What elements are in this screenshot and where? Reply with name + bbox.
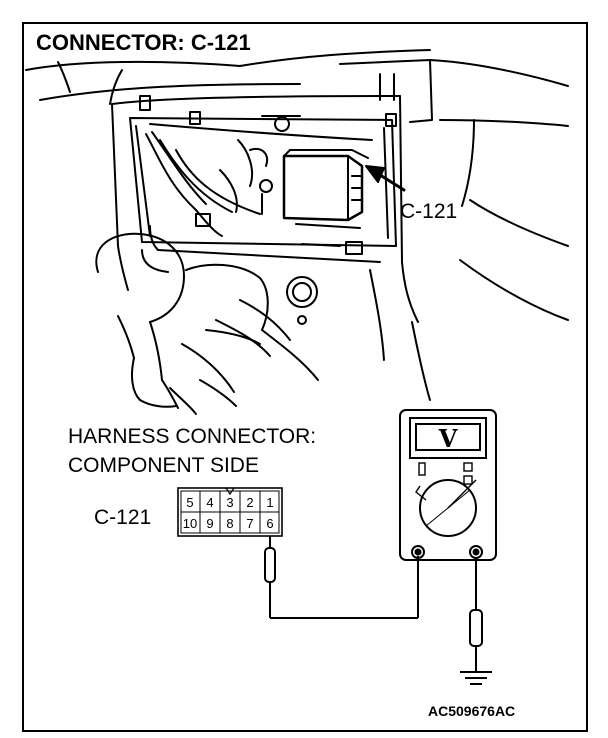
ground-lead: [469, 558, 483, 660]
connector-pin-numbers: 5 4 3 2 1 10 9 8 7 6: [183, 495, 274, 531]
pin-8: 8: [226, 516, 233, 531]
pin-10: 10: [183, 516, 197, 531]
diagram-frame: [22, 22, 588, 732]
dashboard-illustration: [25, 49, 569, 415]
figure-code: AC509676AC: [428, 703, 515, 719]
pin-4: 4: [206, 495, 213, 510]
probe-lead: [264, 536, 419, 619]
ground-icon: [460, 660, 492, 685]
connector-label: C-121: [94, 506, 151, 529]
pin-2: 2: [246, 495, 253, 510]
pin-9: 9: [206, 516, 213, 531]
pin-5: 5: [186, 495, 193, 510]
pin-3: 3: [226, 495, 233, 510]
pin-6: 6: [266, 516, 273, 531]
pin-1: 1: [266, 495, 273, 510]
component-callout-label: C-121: [400, 200, 457, 223]
diagram-title: CONNECTOR: C-121: [36, 30, 251, 55]
meter-display-symbol: V: [438, 424, 458, 453]
harness-connector-face: [177, 487, 283, 537]
pin-7: 7: [246, 516, 253, 531]
harness-label-line2: COMPONENT SIDE: [68, 454, 259, 477]
harness-label-line1: HARNESS CONNECTOR:: [68, 425, 316, 448]
